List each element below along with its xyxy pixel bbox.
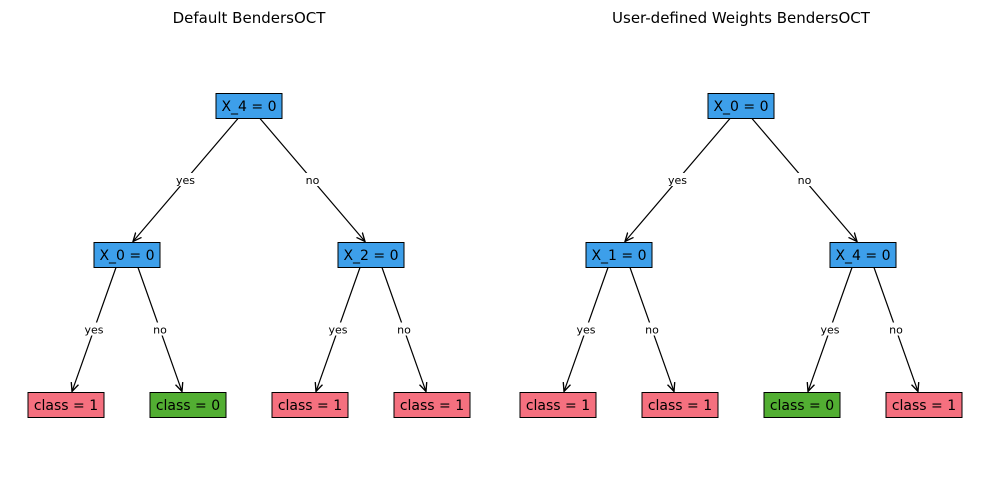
node-box (27, 392, 105, 418)
node-label: X_4 = 0 (835, 248, 890, 264)
tree-panel-default: Default BendersOCT yes no yes no yes no X_4 =… (27, 9, 471, 418)
node-box (215, 93, 283, 119)
edge-label: yes (820, 324, 839, 337)
edge-label: no (397, 324, 411, 337)
leaf-node: class = 0 (763, 392, 841, 418)
node-box (641, 392, 719, 418)
node-box (93, 242, 161, 268)
node-box (337, 242, 405, 268)
edge-yes: yes (564, 267, 609, 392)
tree-panel-user-defined-weights: User-defined Weights BendersOCT yes no yes… (519, 9, 963, 418)
node-box (393, 392, 471, 418)
node-box (707, 93, 775, 119)
edge-label: no (306, 174, 320, 187)
edge-no: no (259, 118, 365, 242)
node-label: X_4 = 0 (221, 99, 276, 115)
split-node: X_2 = 0 (337, 242, 405, 268)
edge-yes: yes (133, 118, 239, 242)
edge-label-background (149, 322, 171, 336)
node-label: X_0 = 0 (713, 99, 768, 115)
node-box (519, 392, 597, 418)
edge-no: no (381, 267, 426, 392)
split-node: X_4 = 0 (829, 242, 897, 268)
tree-title: User-defined Weights BendersOCT (612, 9, 871, 27)
edge-label: no (645, 324, 659, 337)
edge-no: no (629, 267, 674, 392)
edge-label: yes (84, 324, 103, 337)
leaf-node: class = 1 (393, 392, 471, 418)
edge-label-background (819, 322, 841, 336)
node-label: class = 1 (400, 398, 464, 414)
edge-label: no (153, 324, 167, 337)
edge-label: yes (576, 324, 595, 337)
edge-yes: yes (808, 267, 853, 392)
node-label: class = 0 (770, 398, 834, 414)
leaf-node: class = 1 (271, 392, 349, 418)
split-node: X_4 = 0 (215, 93, 283, 119)
node-box (763, 392, 841, 418)
node-label: class = 1 (526, 398, 590, 414)
node-label: X_0 = 0 (99, 248, 154, 264)
edge-label-background (793, 173, 816, 186)
edge-label-background (885, 322, 907, 336)
split-node: X_0 = 0 (707, 93, 775, 119)
leaf-node: class = 1 (27, 392, 105, 418)
node-box (585, 242, 653, 268)
edge-label: no (798, 174, 812, 187)
edge-label: yes (668, 174, 687, 187)
node-box (271, 392, 349, 418)
edge-label-background (666, 173, 689, 186)
node-label: X_1 = 0 (591, 248, 646, 264)
node-label: class = 1 (648, 398, 712, 414)
edge-label: yes (176, 174, 195, 187)
node-label: class = 0 (156, 398, 220, 414)
edge-label-background (83, 322, 105, 336)
node-label: class = 1 (278, 398, 342, 414)
leaf-node: class = 1 (519, 392, 597, 418)
edge-label-background (575, 322, 597, 336)
edge-yes: yes (625, 118, 731, 242)
leaf-node: class = 0 (149, 392, 227, 418)
split-node: X_0 = 0 (93, 242, 161, 268)
edge-label-background (641, 322, 663, 336)
node-box (829, 242, 897, 268)
edge-yes: yes (72, 267, 117, 392)
node-box (149, 392, 227, 418)
edge-label-background (301, 173, 324, 186)
edge-label-background (174, 173, 197, 186)
leaf-node: class = 1 (641, 392, 719, 418)
node-label: class = 1 (892, 398, 956, 414)
edge-label: no (889, 324, 903, 337)
node-label: X_2 = 0 (343, 248, 398, 264)
edge-no: no (873, 267, 918, 392)
edge-yes: yes (316, 267, 361, 392)
leaf-node: class = 1 (885, 392, 963, 418)
edge-no: no (751, 118, 857, 242)
tree-title: Default BendersOCT (173, 9, 327, 27)
node-box (885, 392, 963, 418)
edge-label-background (393, 322, 415, 336)
edge-label-background (327, 322, 349, 336)
node-label: class = 1 (34, 398, 98, 414)
edge-label: yes (328, 324, 347, 337)
edge-no: no (137, 267, 182, 392)
split-node: X_1 = 0 (585, 242, 653, 268)
